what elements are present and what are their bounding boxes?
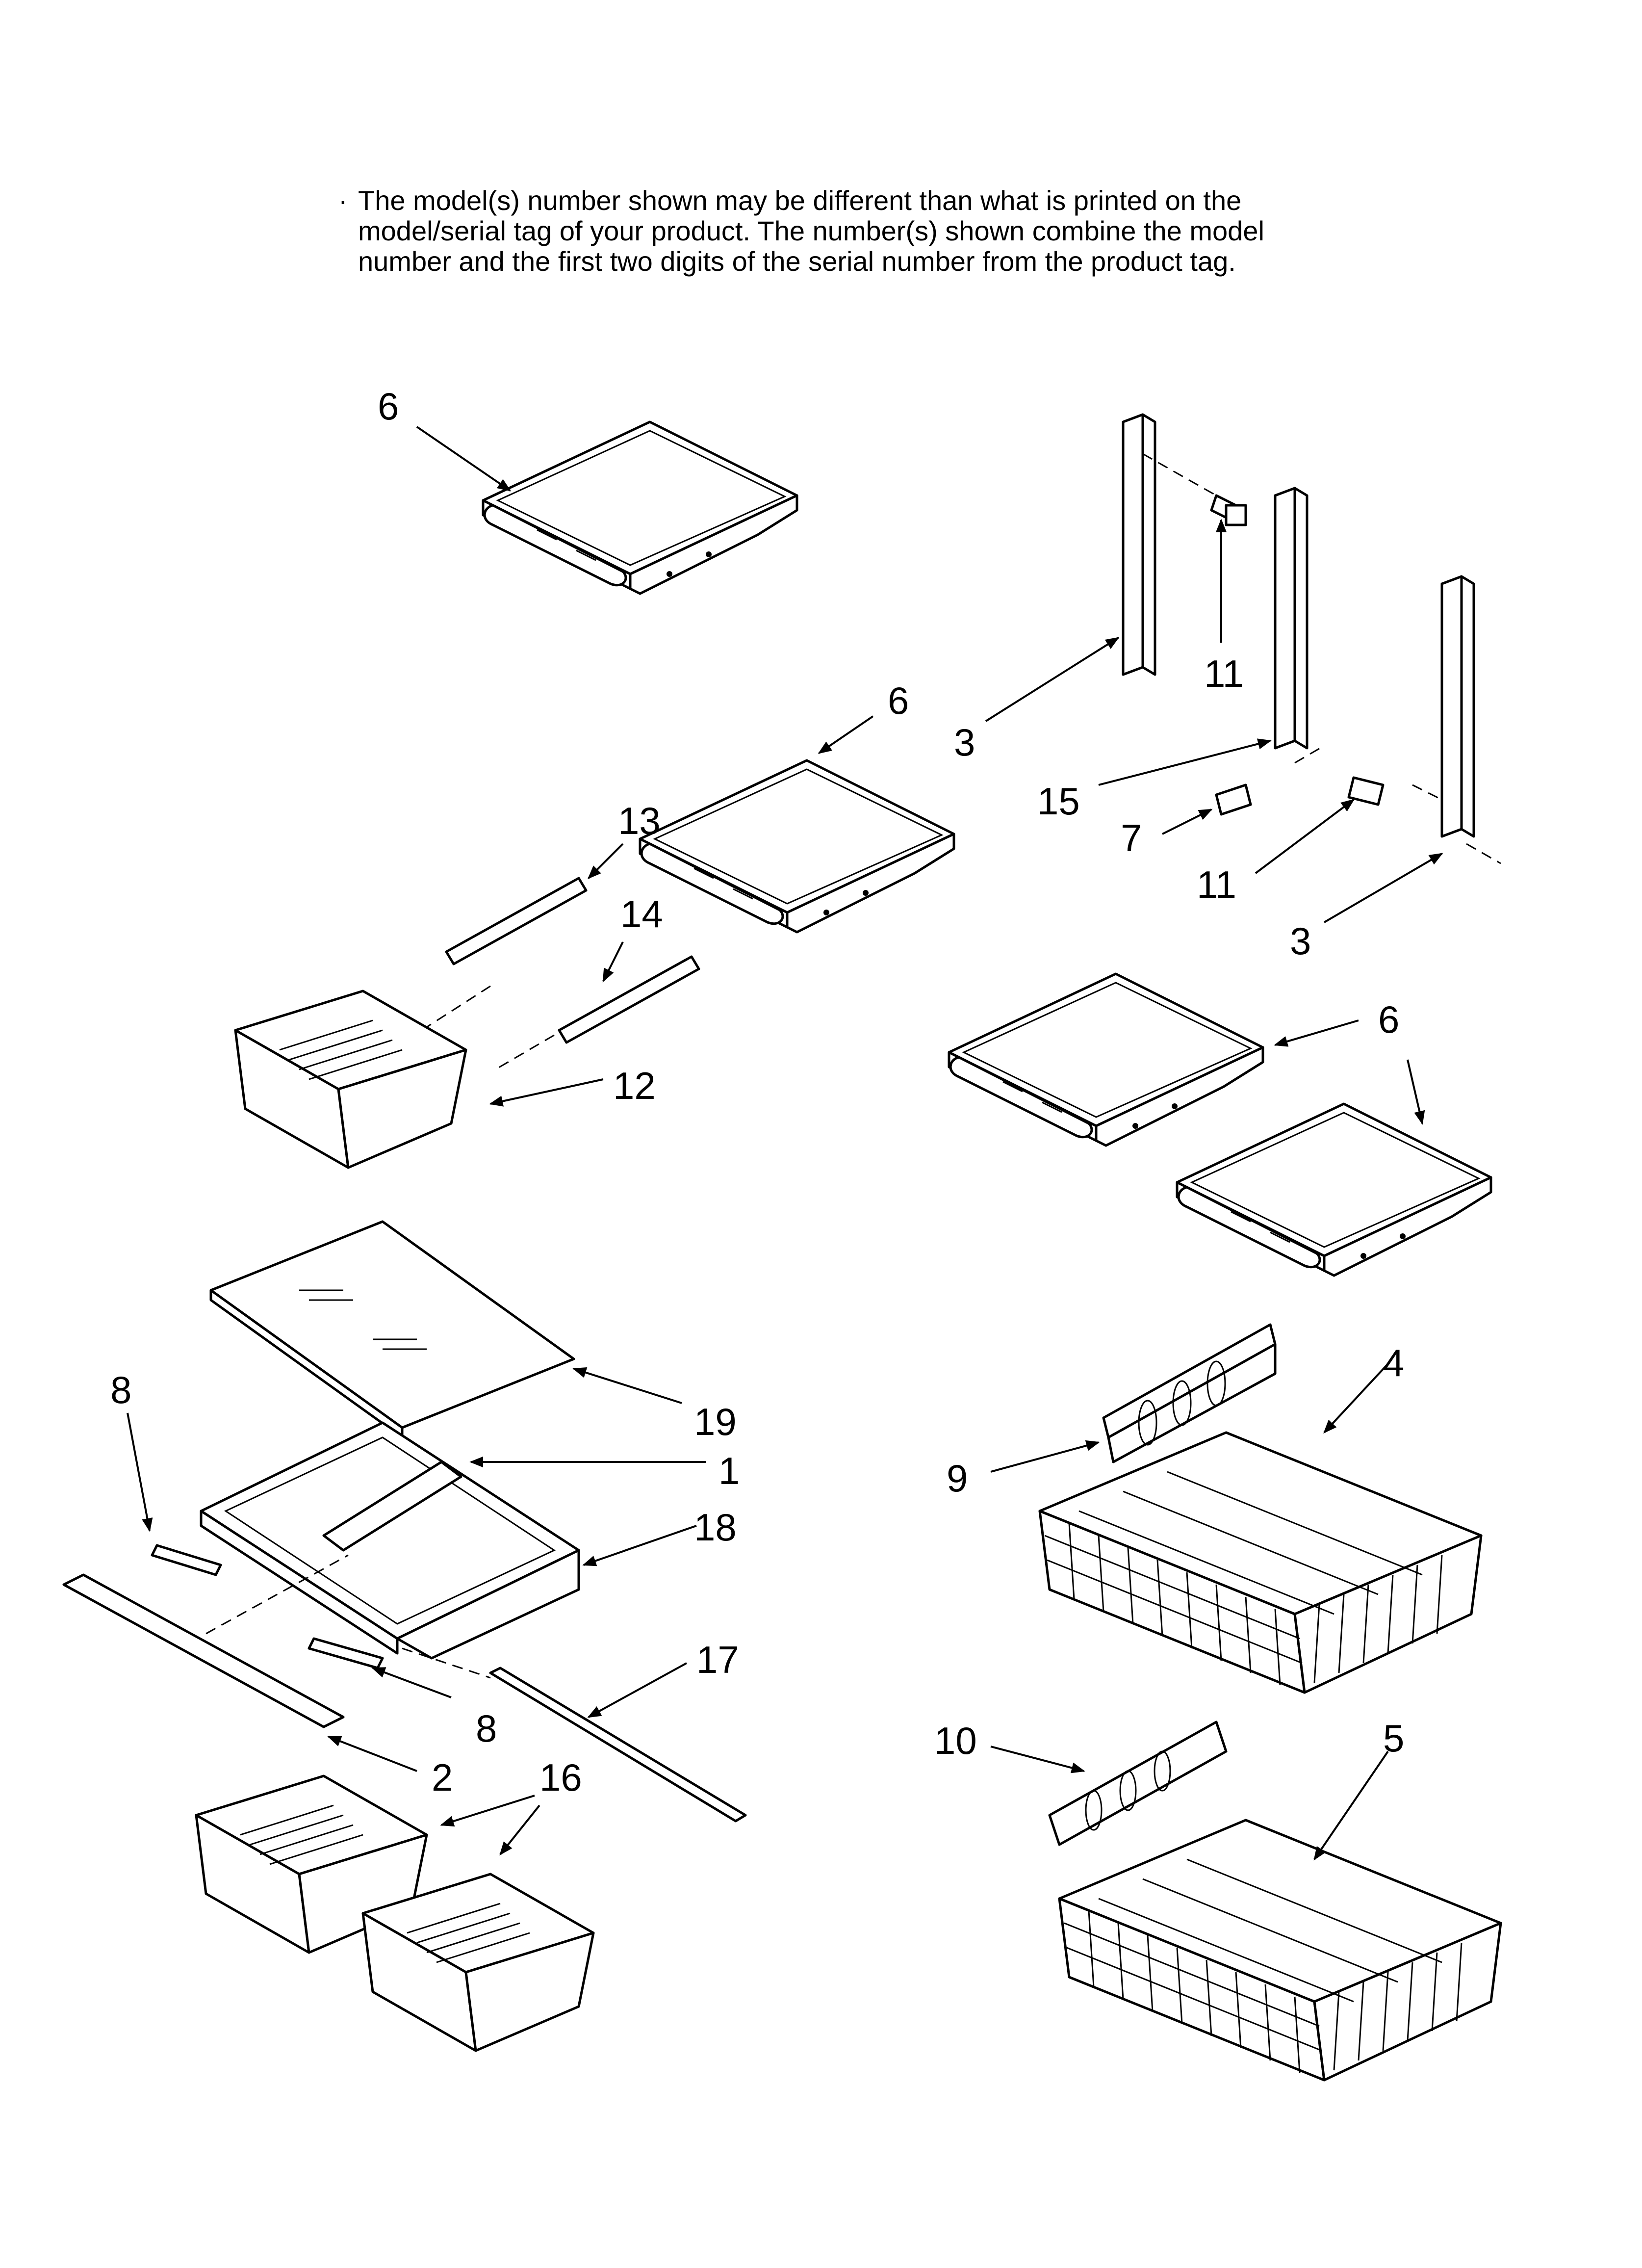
shelf-front-trim [62,1573,345,1728]
shelf-rail-left [1123,415,1155,675]
callout-8-lower: 8 [476,1707,497,1750]
shelf-right-upper [949,974,1263,1146]
callout-8-upper: 8 [110,1368,131,1411]
callout-6-middle: 6 [888,679,909,722]
callout-4: 4 [1383,1341,1404,1384]
shelf-right-lower [1177,1104,1491,1276]
callout-11-lower: 11 [1197,863,1236,906]
shelf-frame [200,1421,580,1660]
callout-6-right-upper: 6 [1378,998,1399,1041]
note-line-3: number and the first two digits of the s… [358,246,1236,277]
callout-6-top: 6 [378,385,399,428]
shelf-middle [640,760,954,932]
callout-12: 12 [613,1064,656,1107]
note-line-2: model/serial tag of your product. The nu… [358,215,1264,246]
callout-3-left: 3 [954,721,975,764]
wire-basket-lower [1059,1820,1501,2080]
callout-19: 19 [694,1400,737,1443]
callout-14: 14 [620,892,663,936]
basket-divider-9 [1102,1323,1277,1463]
note-bullet: · [338,185,348,216]
screw-lower [1347,776,1385,806]
callout-labels: 6 6 3 11 15 7 11 3 13 14 12 6 19 1 18 8 … [110,385,1404,1799]
drawer-slide-left [445,877,588,965]
callout-3-right: 3 [1290,919,1311,963]
callout-2: 2 [432,1756,453,1799]
shelf-rail-center [1275,488,1307,748]
wire-basket-upper [1040,1433,1481,1693]
glass-shelf [209,1220,575,1439]
callout-5: 5 [1383,1717,1404,1760]
callout-18: 18 [694,1506,737,1549]
model-number-note: · The model(s) number shown may be diffe… [338,185,1388,277]
basket-divider-10 [1048,1721,1228,1846]
note-line-1: The model(s) number shown may be differe… [358,185,1242,216]
callout-10: 10 [934,1719,977,1762]
screw-upper [1210,494,1247,526]
support-rod [489,1667,747,1823]
shelf-top [483,422,797,594]
callout-13: 13 [618,799,661,842]
clip-upper [151,1544,222,1576]
screw-middle [1215,783,1252,816]
clip-lower [308,1637,384,1669]
callout-1: 1 [718,1449,740,1492]
callout-7: 7 [1121,816,1142,860]
drawer-slide-right [558,955,700,1044]
crisper-drawer-12 [235,991,466,1168]
callout-9: 9 [947,1457,968,1500]
shelf-rail-right [1442,576,1474,836]
callout-16: 16 [539,1756,582,1799]
callout-15: 15 [1037,780,1080,823]
callout-11-upper: 11 [1204,652,1244,695]
leader-lines [127,426,1443,1861]
callout-17: 17 [696,1638,739,1681]
